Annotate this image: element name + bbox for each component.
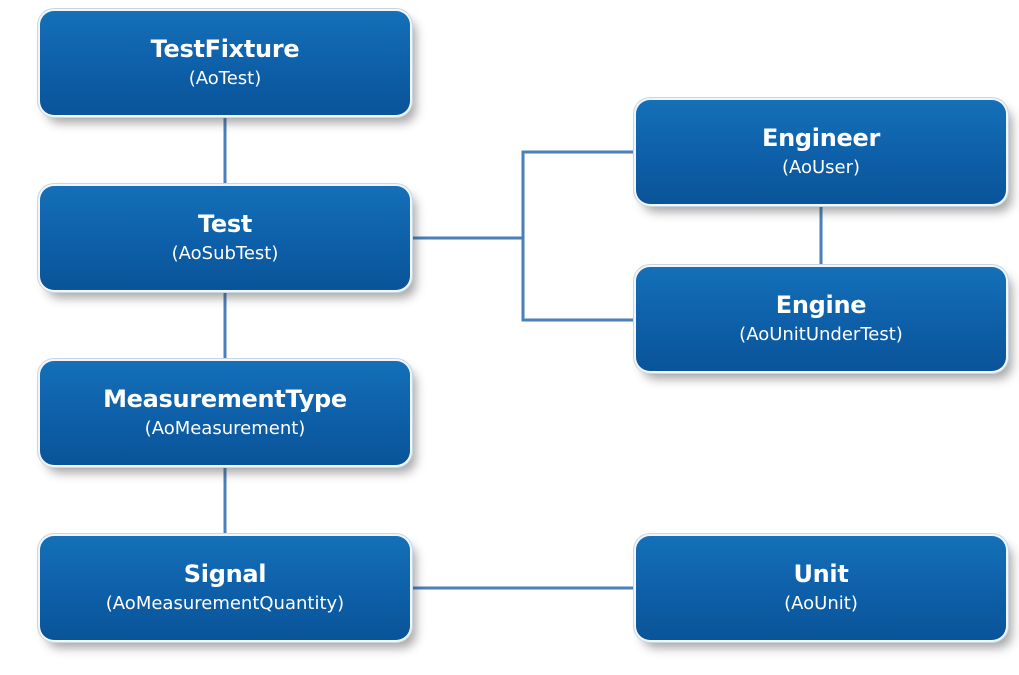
node-title: Engineer: [762, 124, 880, 152]
node-title: TestFixture: [150, 35, 300, 63]
node-title: MeasurementType: [103, 385, 347, 413]
node-base-element: (AoUser): [781, 157, 861, 178]
node-test: Test (AoSubTest): [40, 186, 410, 290]
node-title: Test: [197, 210, 253, 238]
node-title: Unit: [793, 560, 849, 588]
node-testfixture: TestFixture (AoTest): [40, 11, 410, 115]
node-engineer: Engineer (AoUser): [636, 100, 1006, 204]
node-title: Engine: [775, 291, 867, 319]
node-base-element: (AoMeasurementQuantity): [105, 593, 345, 614]
node-base-element: (AoSubTest): [171, 243, 279, 264]
connector-test-engineer-engine: [410, 150, 636, 240]
node-engine: Engine (AoUnitUnderTest): [636, 267, 1006, 371]
node-base-element: (AoUnitUnderTest): [739, 324, 903, 345]
node-base-element: (AoTest): [188, 68, 262, 89]
node-base-element: (AoUnit): [784, 593, 858, 614]
node-signal: Signal (AoMeasurementQuantity): [40, 536, 410, 640]
connector-test-engine: [521, 238, 636, 322]
node-title: Signal: [183, 560, 267, 588]
node-unit: Unit (AoUnit): [636, 536, 1006, 640]
node-measurementtype: MeasurementType (AoMeasurement): [40, 361, 410, 465]
node-base-element: (AoMeasurement): [144, 418, 306, 439]
